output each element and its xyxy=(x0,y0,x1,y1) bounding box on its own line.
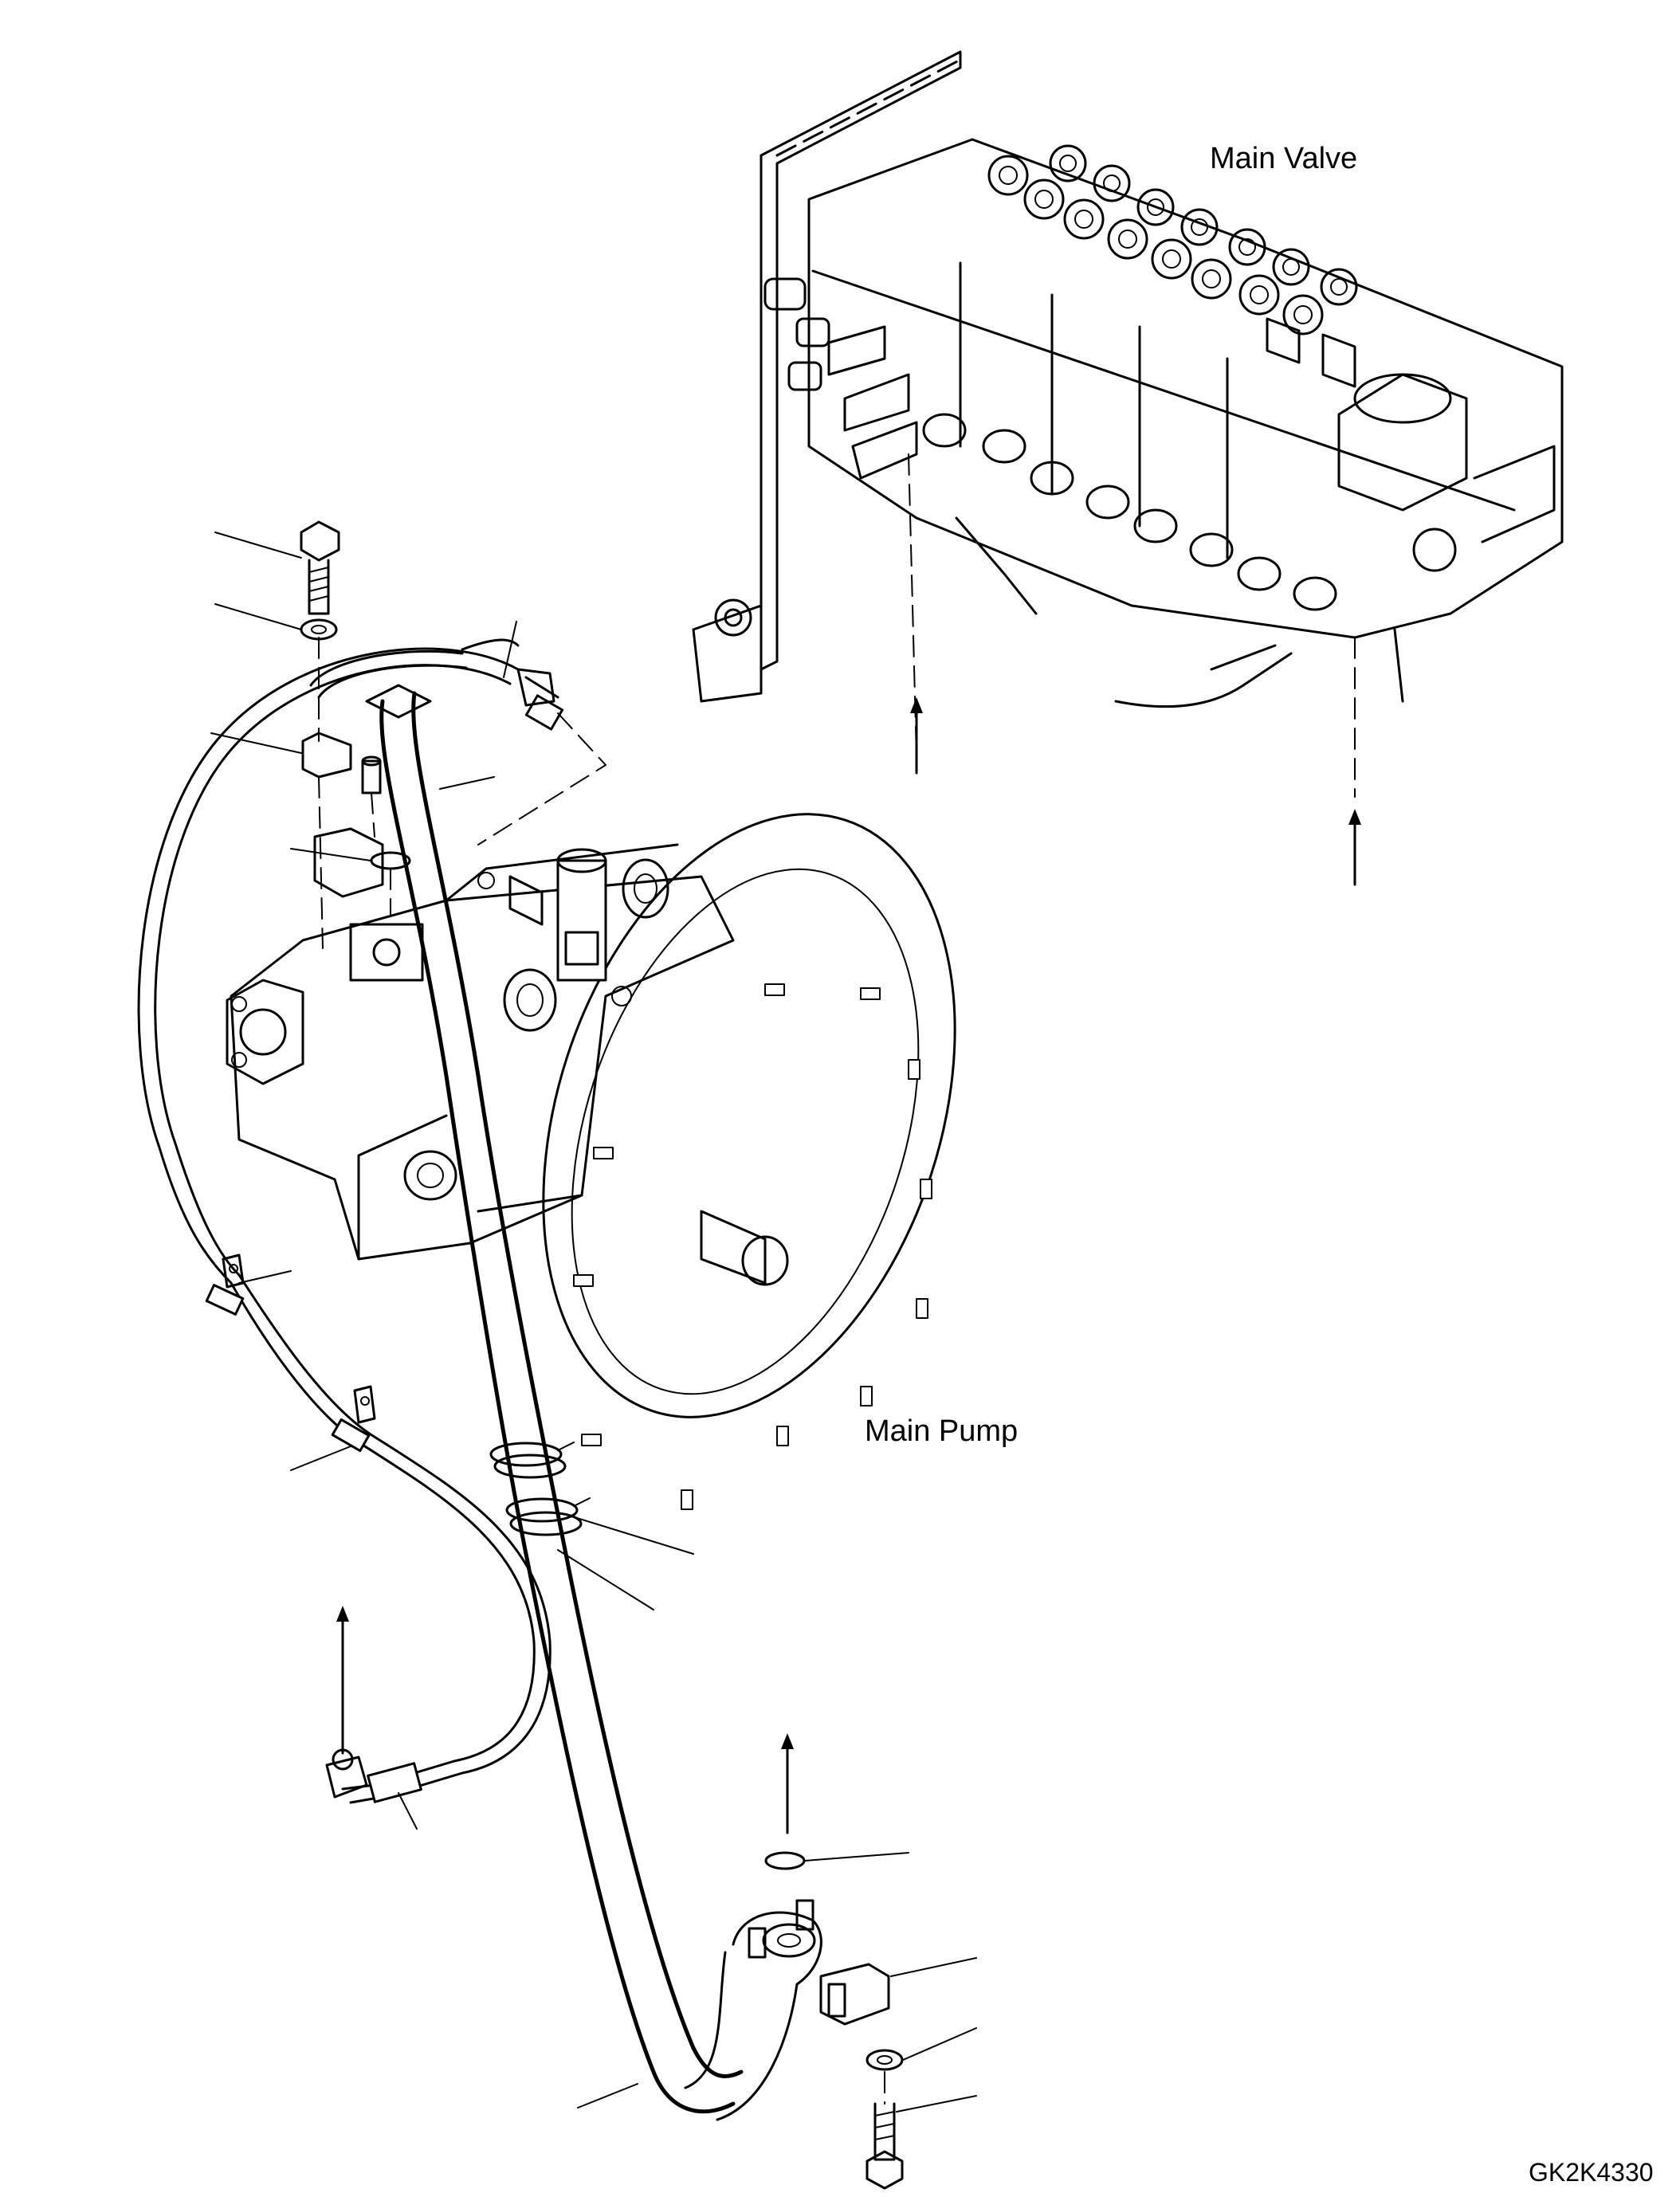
valve-spool-caps xyxy=(922,413,1337,611)
flow-arrows xyxy=(336,697,1361,1834)
top-fastener-set xyxy=(300,520,411,949)
valve-top-fittings xyxy=(987,144,1358,388)
main-pump-assembly xyxy=(226,813,956,1510)
main-valve-assembly xyxy=(692,50,1564,708)
main-pump-label: Main Pump xyxy=(865,1414,1018,1448)
drawing-code: GK2K4330 xyxy=(1529,2158,1654,2187)
main-valve-label: Main Valve xyxy=(1210,142,1357,175)
hose-clamps xyxy=(489,1442,591,1536)
leader-lines xyxy=(210,532,977,2113)
bottom-fastener-set xyxy=(684,1851,904,2190)
housing-bolts xyxy=(573,983,932,1510)
valve-side-sensors xyxy=(763,277,918,480)
hose-assembly xyxy=(137,638,744,2114)
